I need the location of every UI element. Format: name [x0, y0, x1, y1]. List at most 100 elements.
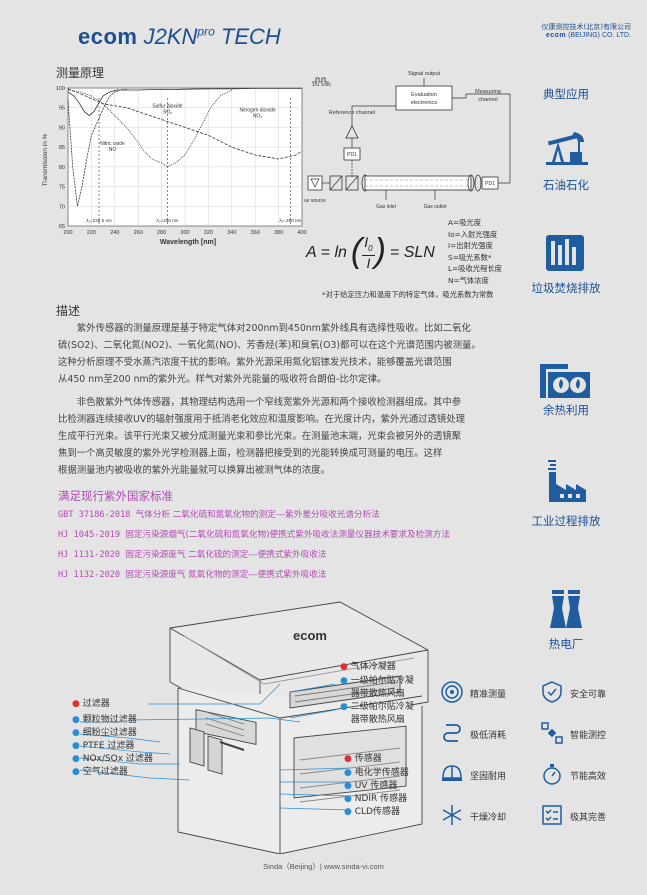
series-line-3: [67, 88, 303, 160]
brand-model: J2KN: [143, 24, 198, 49]
feature-item: 节能高效: [540, 762, 640, 789]
uv-source-label: uv source: [304, 198, 326, 204]
beam-splitter-icon: [345, 175, 359, 191]
checklist-icon: [540, 803, 564, 830]
sidebar-label-0: 石油石化: [543, 178, 589, 192]
feature-label: 极低消耗: [470, 731, 507, 741]
paragraph-line: 根据测量池内被吸收的紫外光能量就可以换算出被测气体的浓度。: [58, 465, 330, 476]
description-title: 描述: [56, 304, 81, 318]
low-consumption-icon: [440, 721, 464, 748]
device-logo: ecom: [293, 628, 327, 643]
corp-name-cn: 仪康测控技术(北京)有限公司: [541, 23, 631, 31]
legend-line: S=吸光系数*: [448, 252, 492, 262]
x-tick-label: 400: [297, 230, 306, 236]
marker-label: λ₁=226.5 nm: [86, 218, 112, 223]
chart-grid: [67, 87, 303, 227]
y-tick-label: 100: [56, 86, 65, 92]
part-label: 电化学传感器: [354, 768, 409, 778]
brand-logo: ecom J2KNpro TECH: [78, 24, 281, 50]
part-label: 二级帕尔贴冷凝: [350, 702, 414, 712]
standards-title: 满足现行紫外国家标准: [58, 489, 173, 503]
standard-code: HJ 1131-2020: [58, 550, 121, 560]
feature-label: 节能高效: [570, 772, 607, 782]
feature-label: 精准测量: [470, 690, 507, 700]
paragraph-line: 紫外传感器的测量原理是基于特定气体对200nm到450nm紫外线具有选择性吸收。…: [76, 323, 471, 334]
measuring-channel-label-2: channel: [478, 97, 497, 103]
y-tick-label: 70: [59, 204, 65, 210]
part-label: 一级帕尔贴冷凝: [350, 676, 414, 686]
waste-incineration-icon: [544, 231, 586, 277]
lambert-beer-formula: A = ln ( I0 I ) = SLN: [306, 232, 435, 272]
standard-item: GBT 37186-2018 气体分析 二氧化硫和氮氧化物的测定---紫外差分吸…: [58, 508, 450, 520]
formula-eq2: = SLN: [389, 244, 435, 261]
brand-ecom: ecom: [78, 24, 138, 49]
sidebar-label-4: 热电厂: [548, 637, 584, 651]
cooler-head: ● 气体冷凝器: [340, 662, 396, 672]
series-line-0: [67, 87, 302, 117]
paragraph-line: 从450 nm至200 nm的紫外光。样气对紫外光能量的吸收符合朗伯-比尔定律。: [58, 374, 387, 385]
filters-group: ● 过滤器 ● 颗粒物过滤器● 细粉尘过滤器● PTFE 过滤器● NOx/SO…: [72, 696, 153, 779]
standard-item: HJ 1045-2019 固定污染源烟气(二氧化硫和氮氧化物)便携式紫外吸收法测…: [58, 528, 450, 540]
paragraph-line: 非色散紫外气体传感器，其物理结构选用一个窄线宽紫外光源和两个接收检测器组成。其中…: [76, 397, 462, 408]
sensor-group: ● 传感器 ● 电化学传感器● UV 传感器● NDIR 传感器● CLD传感器: [344, 751, 409, 819]
paragraph-line: 生成平行光束。该平行光束又被分成测量光束和参比光束。在测量池末端，光束会被另外的…: [58, 431, 462, 442]
part-item: ● 细粉尘过滤器: [72, 728, 137, 738]
legend-line: I=出射光强度: [448, 241, 493, 250]
target-icon: [440, 680, 464, 707]
sidebar-label-2: 余热利用: [543, 403, 589, 417]
feature-label: 安全可靠: [570, 690, 607, 700]
x-tick-label: 360: [251, 230, 260, 236]
formula-denominator: I: [366, 255, 371, 272]
y-tick-label: 80: [59, 165, 65, 171]
x-tick-label: 240: [110, 230, 119, 236]
evaluation-electronics-box: [395, 85, 453, 111]
feature-item: 极低消耗: [440, 721, 540, 748]
analyzer-illustration: ecom: [169, 601, 429, 854]
part-label: 器带散热风扇: [350, 715, 405, 725]
formula-footnote: *对于给定压力和温度下的特定气体，吸光系数为常数: [322, 290, 494, 299]
annotation-sub: NO₂: [253, 114, 262, 120]
standard-name: 固定污染源废气 氮氧化物的测定---便携式紫外吸收法: [125, 570, 327, 580]
sidebar-label-1: 垃圾焚烧排放: [531, 281, 601, 295]
principle-title: 测量原理: [56, 66, 105, 80]
waste-heat-icon: [540, 360, 590, 402]
part-item: ● CLD传感器: [344, 807, 400, 817]
standard-code: GBT 37186-2018: [58, 510, 131, 520]
uv-source-box: [307, 175, 323, 191]
formula-a: A: [306, 244, 317, 261]
part-label: 细粉尘过滤器: [82, 728, 137, 738]
pulse-signal-icon: [312, 77, 329, 83]
part-label: PTFE 过滤器: [82, 741, 135, 751]
eval-label-2: electronics: [411, 100, 438, 106]
x-tick-label: 280: [157, 230, 166, 236]
annotation-label: Nitric oxide: [100, 141, 125, 147]
legend-line: Io=入射光强度: [448, 229, 498, 239]
standards-list: GBT 37186-2018 气体分析 二氧化硫和氮氧化物的测定---紫外差分吸…: [58, 508, 450, 588]
formula-eq1: = ln: [320, 244, 347, 261]
gas-inlet-label: Gas inlet: [376, 204, 396, 210]
snowflake-icon: [440, 803, 464, 830]
part-item: ● 器带散热风扇: [340, 714, 414, 727]
annotation-label: Sulfur dioxide: [152, 104, 183, 110]
stopwatch-icon: [540, 762, 564, 789]
part-label: CLD传感器: [354, 807, 400, 817]
feature-label: 坚固耐用: [470, 772, 507, 782]
part-item: ● PTFE 过滤器: [72, 741, 135, 751]
part-label: 空气过滤器: [82, 767, 128, 777]
feature-item: 安全可靠: [540, 680, 640, 707]
feature-item: 坚固耐用: [440, 762, 540, 789]
corp-en-rest: (BEIJING) CO. LTD.: [568, 32, 631, 39]
paragraph-line: 比检测器连续接收UV的辐射强度用于抵消老化效应和温度影响。在光度计内，紫外光通过…: [58, 414, 466, 425]
part-item: ● 空气过滤器: [72, 767, 128, 777]
oil-pump-icon: [544, 128, 590, 172]
signal-output-label: Signal output: [408, 71, 441, 77]
part-item: ● 二级帕尔贴冷凝: [340, 702, 414, 712]
paragraph-line: 硫(SO2)、二氧化氮(NO2)、一氧化氮(NO)、芳香烃(苯)和臭氧(O3)都…: [58, 340, 481, 351]
pd1-meas-label: PD1: [485, 181, 495, 187]
filters-head: ● 过滤器: [72, 699, 110, 709]
sidebar-label-3: 工业过程排放: [531, 514, 601, 528]
paragraph-line: 这种分析原理不受水蒸汽浓度干扰的影响。紫外光源采用氮化铝镓发光技术，能够覆盖光谱…: [58, 357, 452, 368]
